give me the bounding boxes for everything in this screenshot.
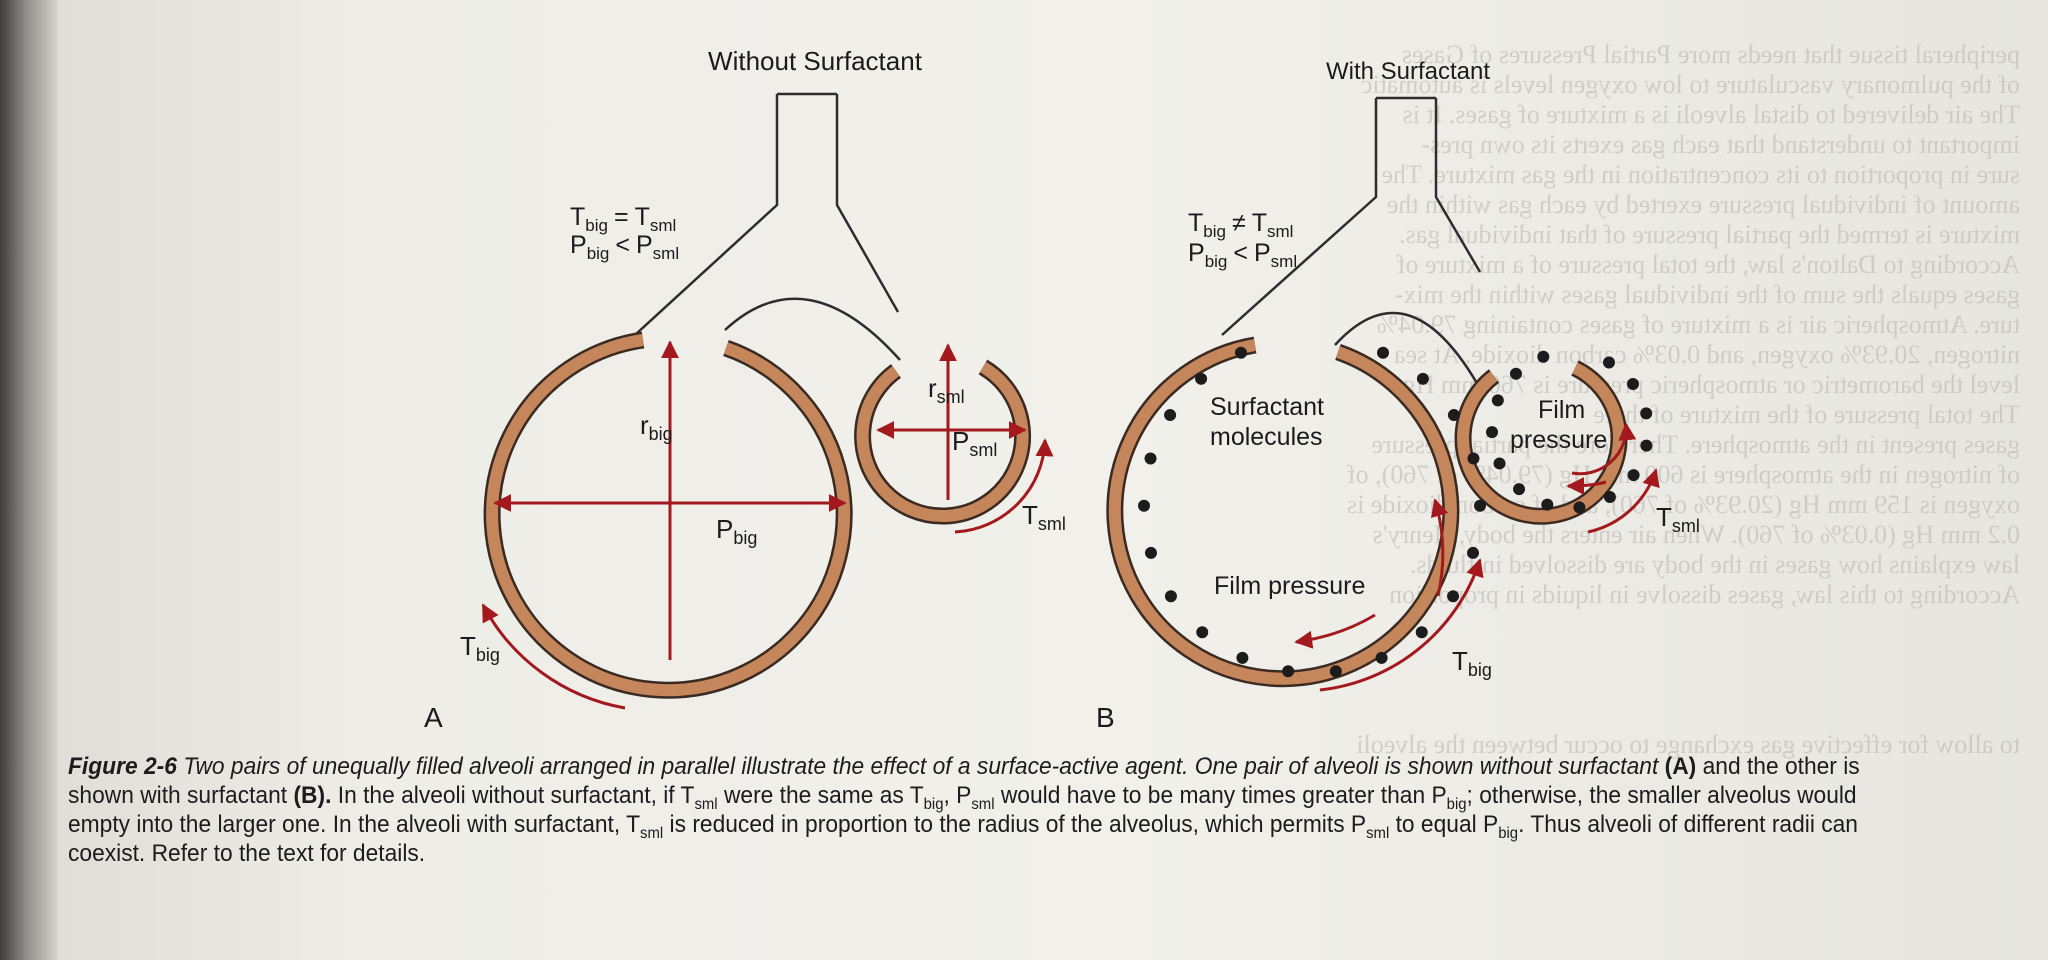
panel-a-rsml-label: rsml [928,373,965,407]
surfactant-molecules [1138,346,1653,678]
surfactant-molecule-dot [1164,590,1177,603]
surfactant-molecule-dot [1603,491,1616,504]
caption-ref-a: (A) [1664,753,1697,780]
panel-b-title: With Surfactant [1326,58,1490,85]
panel-a-airway [623,92,901,361]
panel-b-small-alveolus [1454,360,1628,525]
panel-b-letter: B [1096,702,1115,733]
surfactant-molecule-dot [1196,626,1209,639]
panel-b-film-arrow-big-lower [1294,613,1376,649]
panel-b-big-alveolus [1106,336,1460,688]
caption-subscript: sml [1366,824,1390,842]
caption-subscript: big [1498,824,1519,842]
surfactant-molecule-dot [1236,651,1249,664]
caption-text: and the other is shown with surfactant [68,753,1860,809]
caption-text: . Thus alveoli of different radii can co… [68,811,1858,867]
film-pressure-sml-line1: Film [1538,396,1585,424]
surfactant-molecule-dot [1486,426,1499,439]
panel-b-tbig-arrow [1319,558,1484,692]
caption-text: would have to be many times greater than… [1000,782,1447,809]
surfactant-molecule-dot [1627,469,1640,482]
caption-text: , P [943,782,972,809]
surfactant-molecule-dot [1195,372,1208,385]
panel-a-rbig-label: rbig [640,410,673,444]
surfactant-molecule-dot [1467,452,1480,465]
surfactant-molecule-dot [1416,372,1429,385]
caption-subscript: big [1446,795,1467,813]
surfactant-molecule-dot [1640,407,1653,420]
panel-a-small-alveolus [854,359,1032,525]
surfactant-molecule-dot [1138,499,1151,512]
panel-b-film-arrow-big [1430,498,1449,597]
panel-b-film-arrow-sml-lower [1566,476,1607,495]
panel-b-eq1: Tbig≠Tsml [1188,209,1293,241]
panel-b-tbig-label: Tbig [1452,646,1492,680]
caption-text: is reduced in proportion to the radius o… [669,811,1367,838]
surfactant-molecule-dot [1329,665,1342,678]
surfactant-molecule-dot [1493,457,1506,470]
panel-a-tbig-label: Tbig [460,631,500,665]
surfactant-molecule-dot [1509,367,1522,380]
panel-b-tsml-label: Tsml [1656,502,1700,536]
surfactant-molecule-dot [1144,546,1157,559]
surfactant-molecule-dot [1467,546,1480,559]
surfactant-molecule-dot [1626,377,1639,390]
caption-subscript: sml [640,824,664,842]
film-pressure-big-label: Film pressure [1214,572,1365,600]
caption-text: In the alveoli without surfactant, if T [337,782,695,809]
surfactant-molecule-dot [1164,409,1177,422]
surfactant-molecule-dot [1573,501,1586,514]
surfactant-molecule-dot [1640,439,1653,452]
figure-caption: Figure 2-6 Two pairs of unequally filled… [68,752,1863,868]
surfactant-molecule-dot [1447,590,1460,603]
book-binding-shadow [0,0,58,960]
caption-subscript: sml [971,795,995,813]
surfactant-molecule-dot [1513,483,1526,496]
panel-b-airway [1221,96,1482,386]
panel-a-tsml-label: Tsml [1022,500,1066,534]
surfactant-molecule-dot [1603,356,1615,369]
surfactant-molecule-dot [1491,394,1504,407]
panel-b-film-arrow-sml [1571,422,1637,476]
panel-a-letter: A [424,702,443,733]
panel-b-tsml-arrow [1587,468,1660,534]
panel-a: Without Surfactant [424,46,1066,733]
panel-a-tbig-arrow [481,603,626,710]
surfactant-molecule-dot [1541,498,1554,511]
surfactant-molecule-dot [1537,350,1550,363]
surfactant-molecule-dot [1375,651,1388,664]
panel-b: With Surfactant Tbig≠Tsml [1096,58,1700,733]
alveoli-figure: Without Surfactant [424,46,1700,733]
surfactant-molecule-dot [1376,346,1389,359]
panel-a-eq2: Pbig<Psml [570,231,679,263]
panel-b-eq2: Pbig<Psml [1188,239,1297,271]
surfactant-label-line1: Surfactant [1210,393,1324,421]
panel-a-psml-label: Psml [952,426,997,460]
panel-a-pbig-label: Pbig [716,514,757,548]
surfactant-molecule-dot [1282,665,1295,678]
caption-ref-b: (B). [293,782,332,809]
panel-a-big-alveolus [483,331,853,699]
caption-text: were the same as T [723,782,924,809]
panel-a-eq1: Tbig=Tsml [570,203,676,235]
surfactant-molecule-dot [1235,346,1248,359]
surfactant-molecule-dot [1447,409,1460,422]
caption-text: ; otherwise, the smaller alveolus would … [68,782,1857,838]
caption-figure-number: Figure 2-6 [68,753,177,780]
film-pressure-sml-line2: pressure [1510,426,1607,454]
caption-subscript: big [923,795,944,813]
caption-subscript: sml [694,795,718,813]
surfactant-molecule-dot [1415,626,1428,639]
caption-text: to equal P [1395,811,1499,838]
surfactant-molecule-dot [1144,452,1157,465]
caption-title: Two pairs of unequally filled alveoli ar… [183,753,1659,780]
surfactant-molecule-dot [1473,499,1486,512]
surfactant-label-line2: molecules [1210,423,1323,451]
panel-a-tsml-arrow [954,438,1054,534]
panel-a-title: Without Surfactant [708,46,923,76]
